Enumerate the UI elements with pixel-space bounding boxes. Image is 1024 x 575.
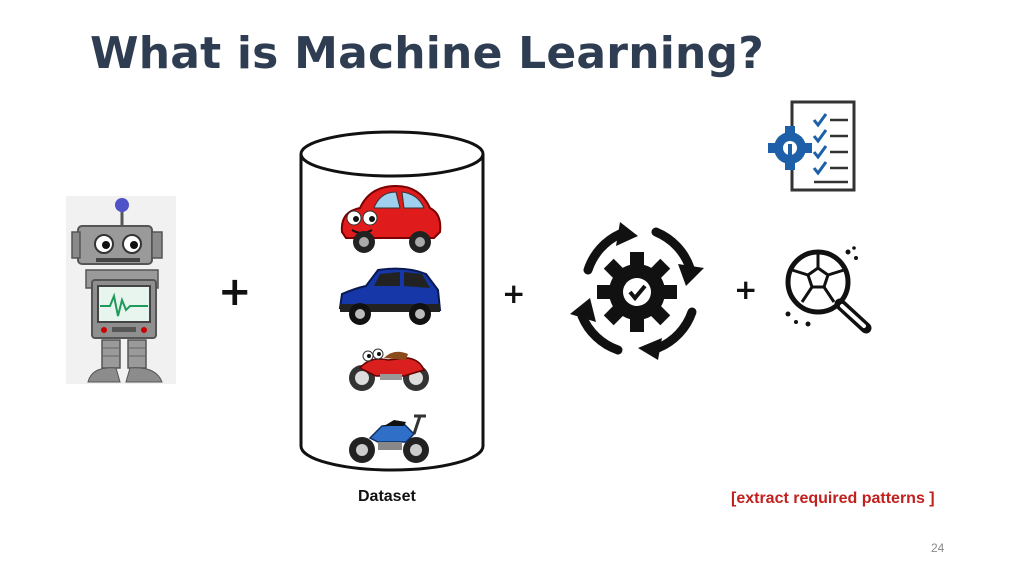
plus-sign: +: [218, 269, 252, 315]
red-motorcycle-image: [349, 348, 429, 391]
settings-checklist-icon: [768, 100, 856, 192]
blue-motorcycle-image: [349, 414, 429, 463]
page-number: 24: [931, 541, 945, 555]
magnifier-pattern-icon: [785, 246, 872, 334]
plus-sign: +: [502, 277, 526, 310]
red-car-image: [340, 184, 442, 253]
gear-cycle-icon: [570, 222, 704, 360]
plus-sign: +: [734, 273, 758, 306]
dataset-label: Dataset: [358, 488, 416, 505]
slide-title: What is Machine Learning?: [90, 28, 764, 79]
robot-icon: [66, 196, 176, 384]
blue-suv-image: [338, 267, 442, 325]
patterns-caption: [extract required patterns ]: [731, 490, 935, 507]
